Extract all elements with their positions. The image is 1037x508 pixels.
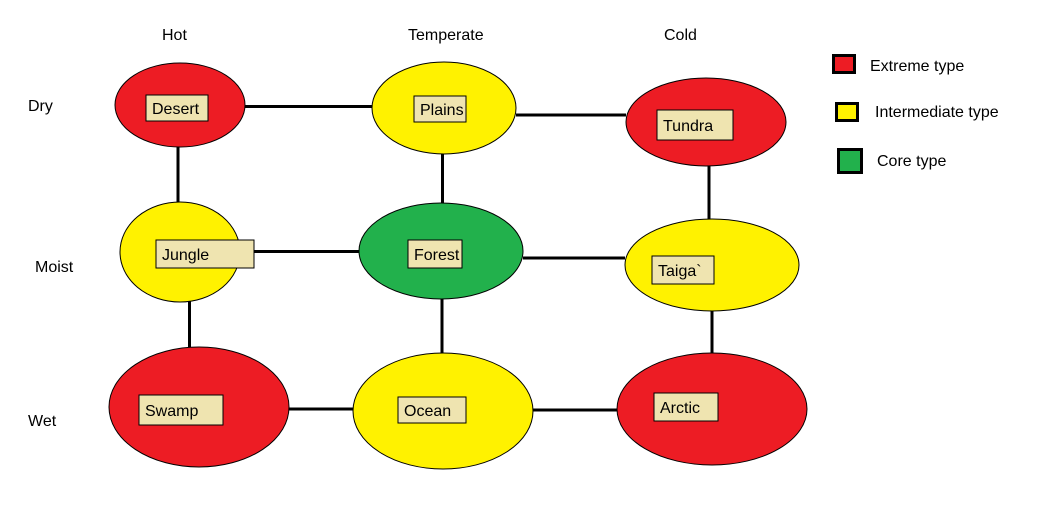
legend-swatch-extreme	[832, 54, 856, 74]
node-label-box-jungle	[155, 239, 255, 269]
column-header-temperate: Temperate	[408, 27, 484, 44]
column-header-hot: Hot	[162, 27, 187, 44]
node-label-taiga: Taiga`	[658, 263, 702, 280]
node-arctic: Arctic	[616, 352, 808, 466]
node-tundra: Tundra	[625, 77, 787, 167]
column-header-cold: Cold	[664, 27, 697, 44]
node-label-box-taiga	[651, 255, 715, 285]
legend-swatch-core	[837, 148, 863, 174]
node-label-ocean: Ocean	[404, 403, 451, 420]
node-taiga: Taiga`	[624, 218, 800, 312]
node-label-box-ocean	[397, 396, 467, 424]
row-header-dry: Dry	[28, 98, 53, 115]
edges-layer	[176, 105, 714, 412]
legend-label-intermediate: Intermediate type	[875, 104, 999, 121]
legend-swatch-intermediate	[835, 102, 859, 122]
node-label-plains: Plains	[420, 102, 464, 119]
node-label-tundra: Tundra	[663, 118, 713, 135]
node-label-box-swamp	[138, 394, 224, 426]
node-label-box-tundra	[656, 109, 734, 141]
node-label-desert: Desert	[152, 101, 200, 118]
node-label-box-plains	[413, 95, 467, 123]
node-desert: Desert	[114, 62, 246, 148]
node-label-box-forest	[407, 239, 463, 269]
node-label-swamp: Swamp	[145, 403, 198, 420]
legend-label-core: Core type	[877, 153, 947, 170]
node-label-box-arctic	[653, 392, 719, 422]
node-swamp: Swamp	[108, 346, 290, 468]
node-forest: Forest	[358, 202, 524, 300]
node-label-arctic: Arctic	[660, 400, 700, 417]
node-jungle: Jungle	[119, 201, 255, 303]
row-header-moist: Moist	[35, 259, 74, 276]
node-plains: Plains	[371, 61, 517, 155]
row-header-wet: Wet	[28, 413, 57, 430]
node-label-forest: Forest	[414, 247, 460, 264]
node-label-box-desert	[145, 94, 209, 122]
node-label-jungle: Jungle	[162, 247, 209, 264]
node-ocean: Ocean	[352, 352, 534, 470]
legend-label-extreme: Extreme type	[870, 58, 965, 75]
